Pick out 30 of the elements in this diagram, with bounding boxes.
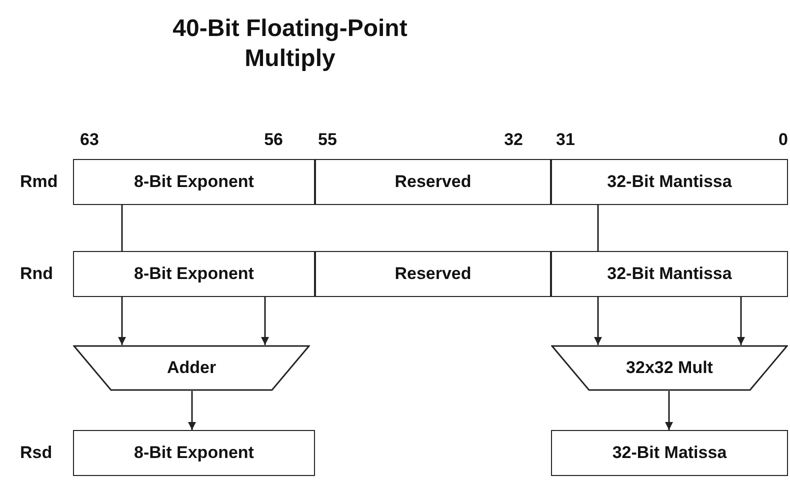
- arrow: [594, 297, 602, 345]
- bit-number: 0: [778, 130, 788, 150]
- bit-number: 56: [264, 130, 283, 150]
- register-field: 32-Bit Matissa: [551, 430, 788, 476]
- diagram-title: 40-Bit Floating-Point Multiply: [172, 14, 408, 74]
- register-name: Rmd: [20, 172, 58, 192]
- trapezoid-block: [73, 345, 310, 391]
- register-field: 8-Bit Exponent: [73, 159, 315, 205]
- arrow: [737, 297, 745, 345]
- bit-number: 55: [318, 130, 337, 150]
- register-field: 8-Bit Exponent: [73, 430, 315, 476]
- arrow: [118, 297, 126, 345]
- trapezoid-block: [551, 345, 788, 391]
- arrow: [665, 391, 673, 430]
- register-name: Rnd: [20, 264, 54, 284]
- register-field: 8-Bit Exponent: [73, 251, 315, 297]
- arrow: [188, 391, 196, 430]
- connector-line: [121, 205, 123, 251]
- register-field: Reserved: [315, 251, 551, 297]
- register-field: 32-Bit Mantissa: [551, 159, 788, 205]
- bit-number: 32: [504, 130, 523, 150]
- connector-line: [597, 205, 599, 251]
- register-field: Reserved: [315, 159, 551, 205]
- register-name: Rsd: [20, 443, 52, 463]
- block-label: 32x32 Mult: [626, 358, 713, 378]
- bit-number: 63: [80, 130, 99, 150]
- block-label: Adder: [166, 358, 216, 378]
- register-field: 32-Bit Mantissa: [551, 251, 788, 297]
- arrow: [261, 297, 269, 345]
- bit-number: 31: [556, 130, 575, 150]
